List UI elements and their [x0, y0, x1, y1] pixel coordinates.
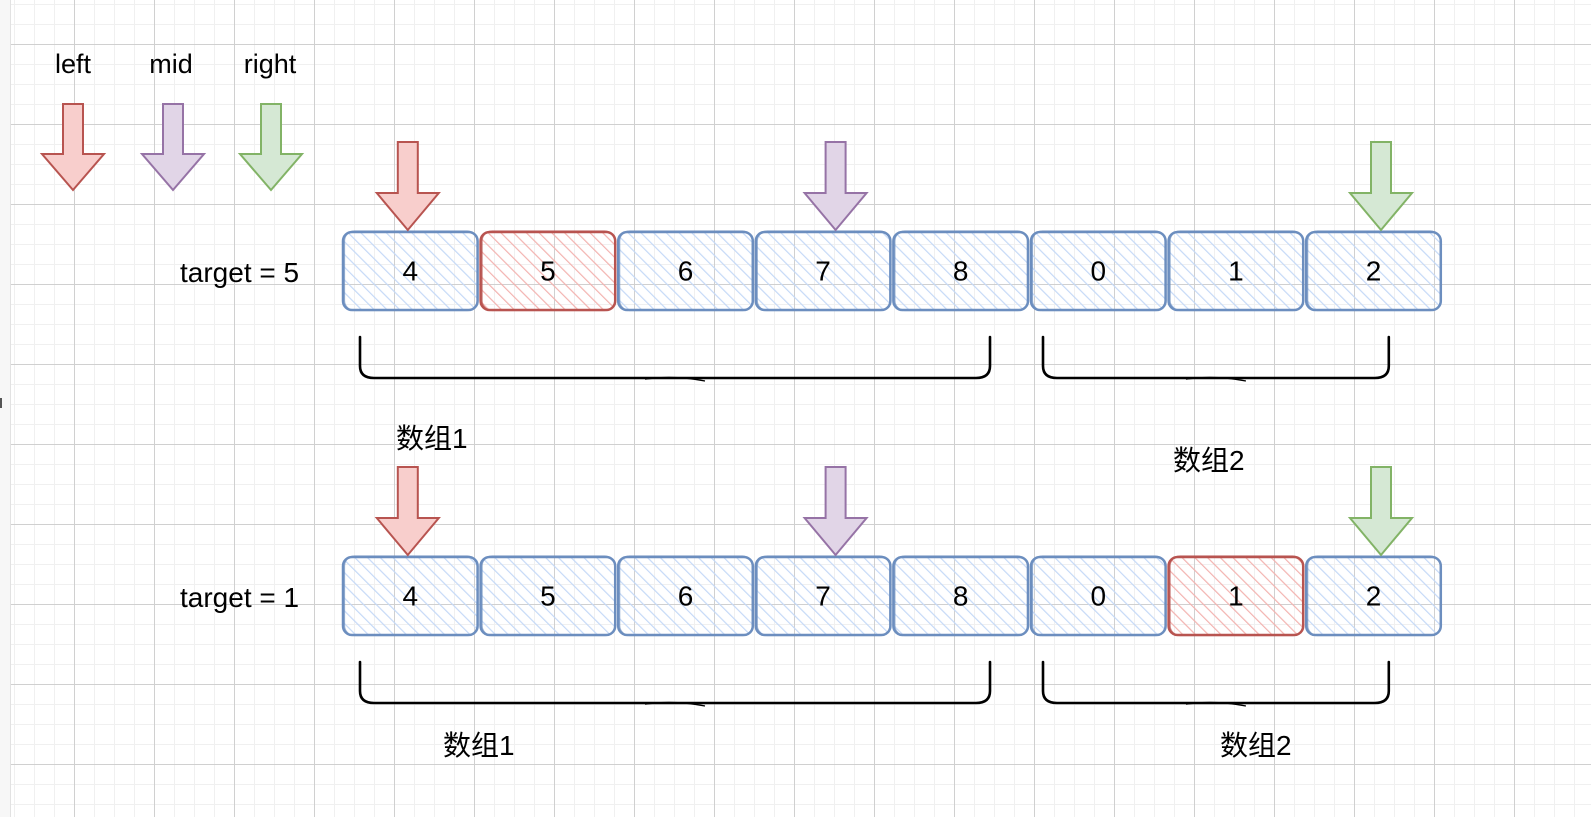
- cell-box-sketch: [343, 230, 478, 312]
- array-cell: 1: [1167, 230, 1305, 312]
- cell-value: 0: [1091, 581, 1107, 612]
- legend-mid: mid: [139, 49, 207, 192]
- group-brackets: [358, 660, 1391, 707]
- group-bracket-sketch: [1185, 701, 1247, 707]
- right-pointer-arrow-icon: [1347, 141, 1415, 232]
- array-cell: 7: [754, 230, 892, 312]
- group-brackets: [358, 335, 1391, 382]
- array-cell: 6: [616, 230, 755, 312]
- array-row-1: target = 5 4 5 6 7 8 0 1 2 数组1 数组2: [180, 141, 1443, 476]
- left-pointer-arrow-icon: [374, 141, 441, 232]
- cell-box-sketch: [1169, 230, 1304, 312]
- left-pointer-arrow-icon: [39, 103, 107, 192]
- cell-box-sketch: [481, 555, 616, 637]
- left-pointer-arrow-icon: [374, 466, 441, 557]
- array-cell: 2: [1304, 555, 1443, 637]
- legend-right-label: right: [244, 49, 297, 79]
- array-cell-highlighted: 1: [1167, 555, 1305, 637]
- cell-box-sketch: [894, 555, 1029, 637]
- edge-marker: [0, 398, 2, 408]
- group-label-array2: 数组2: [1220, 730, 1292, 761]
- array-cell: 8: [892, 555, 1030, 637]
- cell-value: 1: [1228, 581, 1244, 612]
- cell-value: 2: [1366, 581, 1382, 612]
- cell-value: 6: [678, 581, 694, 612]
- array-cell: 5: [479, 555, 617, 637]
- cell-box-sketch: [1031, 230, 1166, 312]
- cell-box-sketch: [1307, 555, 1441, 637]
- group-bracket: [1041, 660, 1391, 705]
- legend-left: left: [39, 49, 107, 192]
- array-cell: 4: [341, 555, 479, 637]
- cell-box-sketch: [619, 555, 753, 637]
- group-bracket-sketch: [644, 701, 706, 707]
- cell-value: 6: [678, 256, 694, 287]
- cell-box-sketch: [1169, 555, 1304, 637]
- cell-value: 5: [540, 256, 556, 287]
- cell-box-sketch: [481, 230, 616, 312]
- cell-value: 2: [1366, 256, 1382, 287]
- canvas-left-edge: [0, 0, 11, 817]
- array-cell-highlighted: 5: [479, 230, 617, 312]
- array-cell: 6: [616, 555, 755, 637]
- legend-right: right: [237, 49, 305, 192]
- cell-box-sketch: [1031, 555, 1166, 637]
- right-pointer-arrow-icon: [1347, 466, 1415, 557]
- cell-value: 8: [953, 581, 969, 612]
- group-bracket: [358, 660, 992, 705]
- group-label-array2: 数组2: [1173, 445, 1245, 476]
- group-bracket: [358, 335, 992, 380]
- cell-box-sketch: [619, 230, 753, 312]
- cell-value: 5: [540, 581, 556, 612]
- cell-box-sketch: [756, 230, 891, 312]
- array-cell: 8: [892, 230, 1030, 312]
- cell-box-sketch: [894, 230, 1029, 312]
- array-cell: 2: [1304, 230, 1443, 312]
- target-label: target = 1: [180, 582, 299, 613]
- group-bracket-sketch: [644, 376, 706, 382]
- mid-pointer-arrow-icon: [802, 141, 869, 232]
- target-label: target = 5: [180, 257, 299, 288]
- cell-box-sketch: [756, 555, 891, 637]
- cell-value: 4: [403, 581, 419, 612]
- legend: left mid right: [39, 49, 305, 192]
- legend-left-label: left: [55, 49, 92, 79]
- mid-pointer-arrow-icon: [139, 103, 207, 192]
- right-pointer-arrow-icon: [237, 103, 305, 192]
- array-cell: 7: [754, 555, 892, 637]
- cell-value: 4: [403, 256, 419, 287]
- group-bracket: [1041, 335, 1391, 380]
- pointers: [374, 466, 1415, 557]
- array-cell: 0: [1029, 230, 1167, 312]
- array-cell: 4: [341, 230, 479, 312]
- group-bracket-sketch: [1185, 376, 1247, 382]
- cell-box-sketch: [1307, 230, 1441, 312]
- cell-value: 7: [815, 581, 831, 612]
- array-cell: 0: [1029, 555, 1167, 637]
- array-cells: 4 5 6 7 8 0 1 2: [341, 555, 1443, 637]
- legend-mid-label: mid: [149, 49, 193, 79]
- pointers: [374, 141, 1415, 232]
- cell-value: 7: [815, 256, 831, 287]
- cell-value: 1: [1228, 256, 1244, 287]
- group-label-array1: 数组1: [443, 730, 515, 761]
- mid-pointer-arrow-icon: [802, 466, 869, 557]
- cell-box-sketch: [343, 555, 478, 637]
- array-cells: 4 5 6 7 8 0 1 2: [341, 230, 1443, 312]
- array-row-2: target = 1 4 5 6 7 8 0 1 2 数组1 数组2: [180, 466, 1443, 761]
- cell-value: 8: [953, 256, 969, 287]
- group-label-array1: 数组1: [396, 423, 468, 454]
- cell-value: 0: [1091, 256, 1107, 287]
